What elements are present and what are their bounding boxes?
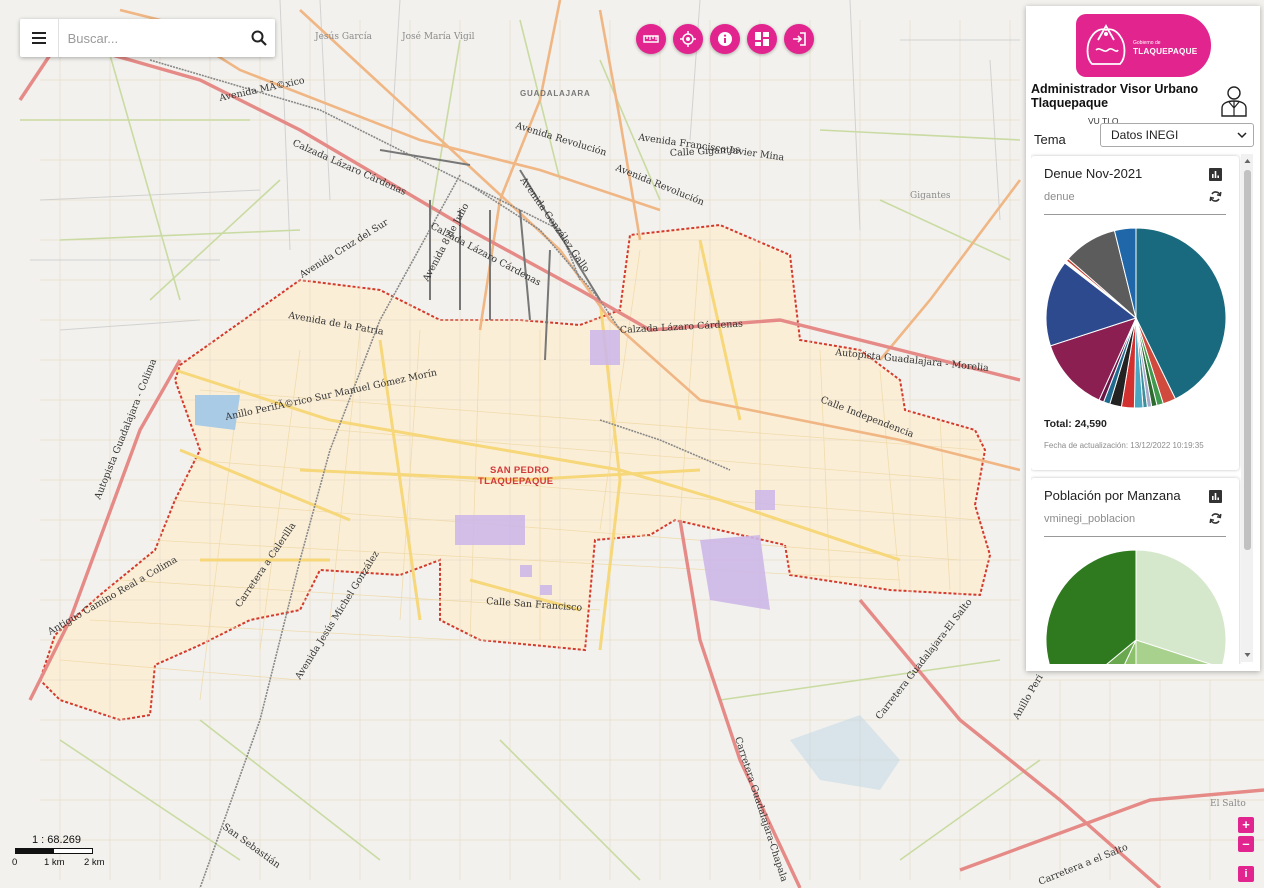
widget-source: denue xyxy=(1044,191,1075,203)
chevron-down-icon xyxy=(1237,132,1247,139)
brand-name: TLAQUEPAQUE xyxy=(1133,47,1198,56)
search-button[interactable] xyxy=(244,19,275,57)
zoom-in-button[interactable]: + xyxy=(1238,817,1254,833)
ruler-button[interactable] xyxy=(636,24,666,54)
bar-chart-icon xyxy=(1212,493,1219,500)
locate-button[interactable] xyxy=(673,24,703,54)
map-label: SAN PEDRO xyxy=(490,465,549,476)
widget-list[interactable]: Denue Nov-2021 denue Total: 24,590 Fecha… xyxy=(1031,152,1253,664)
logout-icon xyxy=(793,32,806,46)
pie-slice[interactable] xyxy=(1049,317,1137,401)
search-icon xyxy=(251,30,268,46)
pie-slice[interactable] xyxy=(1135,639,1222,664)
layers-button[interactable] xyxy=(747,24,777,54)
pie-chart-poblacion[interactable] xyxy=(1044,548,1228,664)
search-input[interactable] xyxy=(58,19,244,57)
scroll-down-icon[interactable] xyxy=(1244,651,1251,659)
panel-scrollbar[interactable] xyxy=(1241,154,1253,662)
search-bar xyxy=(20,19,275,57)
widget-total: Total: 24,590 xyxy=(1044,418,1107,430)
scale-tick: 1 km xyxy=(44,857,65,868)
bar-chart-icon xyxy=(1212,171,1219,178)
widget-updated: Fecha de actualización: 13/12/2022 10:19… xyxy=(1044,441,1204,450)
scale-graphic xyxy=(15,848,93,854)
widget-poblacion: Población por Manzana vminegi_poblacion xyxy=(1031,478,1239,664)
pie-slice[interactable] xyxy=(1045,262,1138,347)
map-label: Jesús García xyxy=(314,31,373,42)
map-label: El Salto xyxy=(1210,799,1246,809)
map-toolbar xyxy=(636,24,814,54)
ruler-icon xyxy=(643,35,659,43)
theme-select-value: Datos INEGI xyxy=(1111,128,1179,142)
theme-select[interactable]: Datos INEGI xyxy=(1100,123,1254,147)
pie-chart-denue[interactable] xyxy=(1044,226,1228,410)
dashboard-icon xyxy=(755,32,769,46)
menu-icon xyxy=(31,32,46,44)
scale-ratio: 1 : 68.269 xyxy=(32,834,81,846)
municipality-area xyxy=(38,223,992,722)
side-panel: Gobierno de TLAQUEPAQUE Administrador Vi… xyxy=(1026,6,1260,671)
map-label: GUADALAJARA xyxy=(520,89,591,98)
zoom-out-button[interactable]: – xyxy=(1238,836,1254,852)
menu-button[interactable] xyxy=(20,19,59,57)
chart-toggle-button[interactable] xyxy=(1209,490,1222,503)
info-button[interactable] xyxy=(710,24,740,54)
pie-slice[interactable] xyxy=(1135,549,1227,664)
widget-divider xyxy=(1044,214,1226,215)
scale-tick: 2 km xyxy=(84,857,105,868)
map-label: TLAQUEPAQUE xyxy=(478,476,553,487)
municipal-seal-icon xyxy=(1086,24,1126,65)
theme-label: Tema xyxy=(1034,132,1066,147)
user-code: VU TLQ xyxy=(1088,116,1119,126)
map-label: Calle Gigantes xyxy=(670,144,741,159)
brand-logo: Gobierno de TLAQUEPAQUE xyxy=(1076,14,1211,77)
scale-tick: 0 xyxy=(12,857,18,868)
pie-slice[interactable] xyxy=(1135,227,1227,400)
map-label: Gigantes xyxy=(910,191,951,201)
widget-source: vminegi_poblacion xyxy=(1044,513,1136,525)
widget-divider xyxy=(1044,536,1226,537)
pie-slice[interactable] xyxy=(1113,227,1137,319)
brand-caption: Gobierno de xyxy=(1133,40,1161,46)
map-info-button[interactable]: i xyxy=(1238,866,1254,882)
pie-slice[interactable] xyxy=(1045,549,1137,664)
refresh-icon[interactable] xyxy=(1208,511,1223,526)
logout-button[interactable] xyxy=(784,24,814,54)
widget-title: Población por Manzana xyxy=(1044,488,1181,503)
chart-toggle-button[interactable] xyxy=(1209,168,1222,181)
scroll-up-icon[interactable] xyxy=(1244,157,1251,165)
map-label: José María Vigil xyxy=(401,31,475,42)
crosshair-icon xyxy=(680,31,696,47)
refresh-icon[interactable] xyxy=(1208,189,1223,204)
widget-denue: Denue Nov-2021 denue Total: 24,590 Fecha… xyxy=(1031,156,1239,470)
widget-title: Denue Nov-2021 xyxy=(1044,166,1143,181)
user-icon[interactable] xyxy=(1219,84,1249,118)
info-icon xyxy=(718,32,732,46)
app-title: Administrador Visor Urbano Tlaquepaque xyxy=(1031,82,1199,110)
scroll-thumb[interactable] xyxy=(1244,170,1251,550)
scale-bar: 1 : 68.269 0 1 km 2 km xyxy=(12,834,112,874)
